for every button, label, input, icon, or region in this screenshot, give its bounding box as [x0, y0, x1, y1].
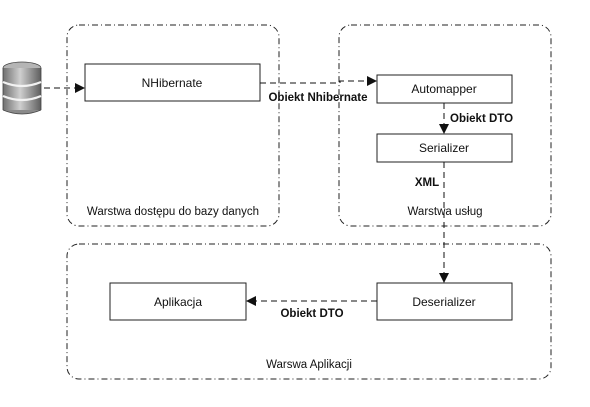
group-data-access: Warstwa dostępu do bazy danych	[66, 24, 280, 227]
node-nhibernate: NHibernate	[84, 63, 261, 102]
node-automapper-label: Automapper	[411, 82, 476, 96]
group-data-access-label: Warstwa dostępu do bazy danych	[87, 206, 259, 218]
edge-nhibernate-to-automapper	[260, 76, 377, 86]
node-aplikacja: Aplikacja	[109, 282, 247, 321]
edge-label-obiekt-dto-2: Obiekt DTO	[280, 308, 343, 320]
node-deserializer: Deserializer	[376, 282, 513, 321]
node-automapper: Automapper	[376, 74, 513, 104]
group-application-label: Warswa Aplikacji	[266, 359, 352, 371]
node-serializer: Serializer	[376, 133, 513, 163]
node-deserializer-label: Deserializer	[412, 295, 475, 309]
node-serializer-label: Serializer	[419, 141, 469, 155]
edge-label-obiekt-nhibernate: Obiekt Nhibernate	[268, 92, 367, 104]
edge-label-obiekt-dto-1: Obiekt DTO	[450, 113, 513, 125]
group-application: Warswa Aplikacji	[66, 243, 552, 380]
group-services: Warstwa usług	[338, 24, 552, 227]
group-services-label: Warstwa usług	[408, 206, 483, 218]
node-nhibernate-label: NHibernate	[142, 76, 203, 90]
edge-label-xml: XML	[415, 177, 439, 189]
database-icon	[2, 61, 42, 115]
node-aplikacja-label: Aplikacja	[154, 295, 202, 309]
